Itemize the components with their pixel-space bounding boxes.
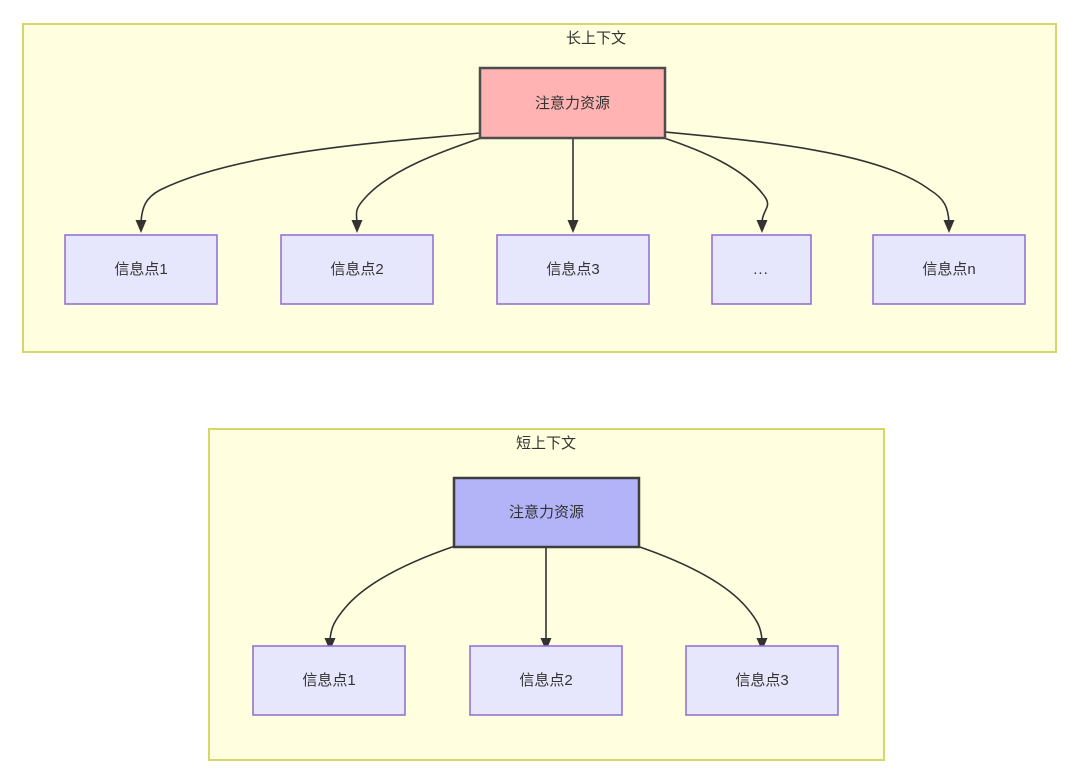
group-long-context[interactable]: 长上下文 注意力资源 信息 — [22, 23, 1057, 353]
edge-root-to-leaf-2 — [355, 137, 482, 223]
edges-short-context — [324, 545, 768, 651]
node-long-leaf-ellipsis[interactable]: ... — [711, 234, 812, 305]
node-long-leaf-1-box[interactable] — [64, 234, 218, 305]
node-short-leaf-2-label: 信息点2 — [519, 672, 572, 689]
edge-arrowhead-short-leaf-1 — [324, 638, 336, 651]
node-long-leaf-n-label: 信息点n — [922, 261, 975, 278]
node-long-leaf-3-label: 信息点3 — [546, 261, 599, 278]
edge-arrowhead-short-leaf-3 — [756, 638, 768, 651]
node-long-leaf-ellipsis-box[interactable] — [711, 234, 812, 305]
node-root-short-context-label: 注意力资源 — [509, 503, 584, 521]
node-long-leaf-ellipsis-label: ... — [753, 261, 769, 278]
node-long-leaf-2[interactable]: 信息点2 — [280, 234, 434, 305]
node-short-leaf-3[interactable]: 信息点3 — [685, 645, 839, 716]
edges-long-context — [135, 131, 955, 233]
node-short-leaf-1[interactable]: 信息点1 — [252, 645, 406, 716]
node-short-leaf-3-box[interactable] — [685, 645, 839, 716]
node-short-leaf-1-label: 信息点1 — [302, 672, 355, 689]
edge-arrowhead-leaf-n — [943, 220, 955, 233]
node-long-leaf-1[interactable]: 信息点1 — [64, 234, 218, 305]
node-long-leaf-2-box[interactable] — [280, 234, 434, 305]
node-short-leaf-2-box[interactable] — [469, 645, 623, 716]
node-root-long-context-label: 注意力资源 — [535, 94, 610, 112]
edge-short-root-to-leaf-1 — [329, 545, 456, 641]
edge-arrowhead-leaf-ellipsis — [756, 220, 768, 233]
node-root-short-context[interactable]: 注意力资源 — [452, 476, 641, 549]
group-short-context[interactable]: 短上下文 注意力资源 信息点1 信息点 — [208, 428, 885, 761]
group-long-context-title: 长上下文 — [566, 30, 626, 47]
edge-root-to-leaf-n — [664, 131, 950, 223]
node-long-leaf-n[interactable]: 信息点n — [872, 234, 1026, 305]
edge-root-to-leaf-1 — [140, 132, 481, 223]
group-short-context-title: 短上下文 — [516, 435, 576, 452]
edge-arrowhead-short-leaf-2 — [540, 638, 552, 651]
node-root-long-context[interactable]: 注意力资源 — [478, 66, 667, 140]
edge-arrowhead-leaf-3 — [567, 220, 579, 233]
node-long-leaf-3[interactable]: 信息点3 — [496, 234, 650, 305]
node-long-leaf-1-label: 信息点1 — [114, 261, 167, 278]
node-root-long-context-box[interactable] — [478, 66, 667, 140]
node-short-leaf-1-box[interactable] — [252, 645, 406, 716]
edge-arrowhead-leaf-2 — [351, 220, 363, 233]
edge-arrowhead-leaf-1 — [135, 220, 147, 233]
edge-short-root-to-leaf-3 — [636, 545, 763, 641]
node-long-leaf-n-box[interactable] — [872, 234, 1026, 305]
node-long-leaf-3-box[interactable] — [496, 234, 650, 305]
node-long-leaf-2-label: 信息点2 — [330, 261, 383, 278]
node-short-leaf-3-label: 信息点3 — [735, 672, 788, 689]
node-short-leaf-2[interactable]: 信息点2 — [469, 645, 623, 716]
node-root-short-context-box[interactable] — [452, 476, 641, 549]
edge-root-to-leaf-ellipsis — [663, 137, 769, 223]
